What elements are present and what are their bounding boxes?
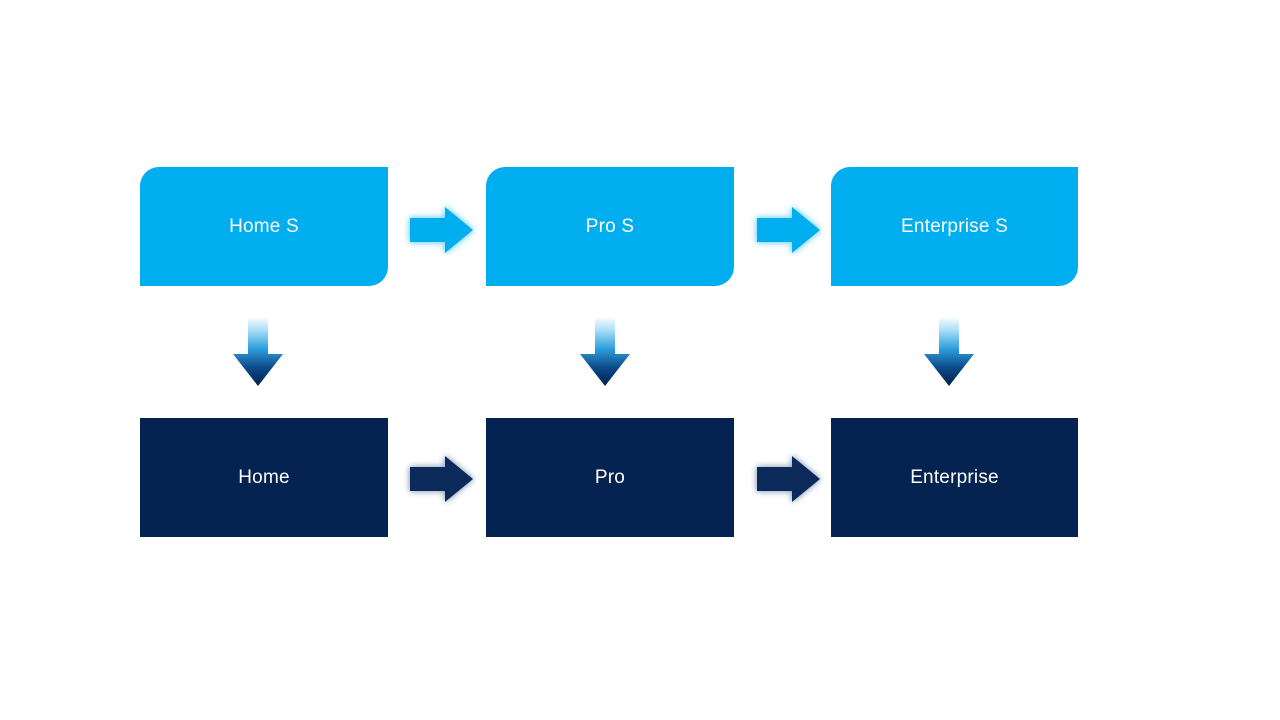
node-label: Home	[238, 466, 290, 488]
node-label: Pro S	[585, 215, 635, 237]
down-arrow-icon	[580, 318, 630, 386]
node-enterprise: Enterprise	[831, 418, 1078, 537]
down-arrow-icon	[924, 318, 974, 386]
right-arrow-icon	[757, 454, 821, 504]
right-arrow-icon	[410, 205, 474, 255]
node-label: Enterprise	[910, 466, 999, 488]
right-arrow-icon	[757, 205, 821, 255]
right-arrow-icon	[410, 454, 474, 504]
node-label: Home S	[229, 215, 299, 237]
node-home: Home	[140, 418, 388, 537]
node-enterprise-s: Enterprise S	[831, 167, 1078, 286]
node-home-s: Home S	[140, 167, 388, 286]
node-pro-s: Pro S	[486, 167, 734, 286]
down-arrow-icon	[233, 318, 283, 386]
node-label: Enterprise S	[901, 215, 1008, 237]
node-pro: Pro	[486, 418, 734, 537]
node-label: Pro	[594, 466, 626, 488]
